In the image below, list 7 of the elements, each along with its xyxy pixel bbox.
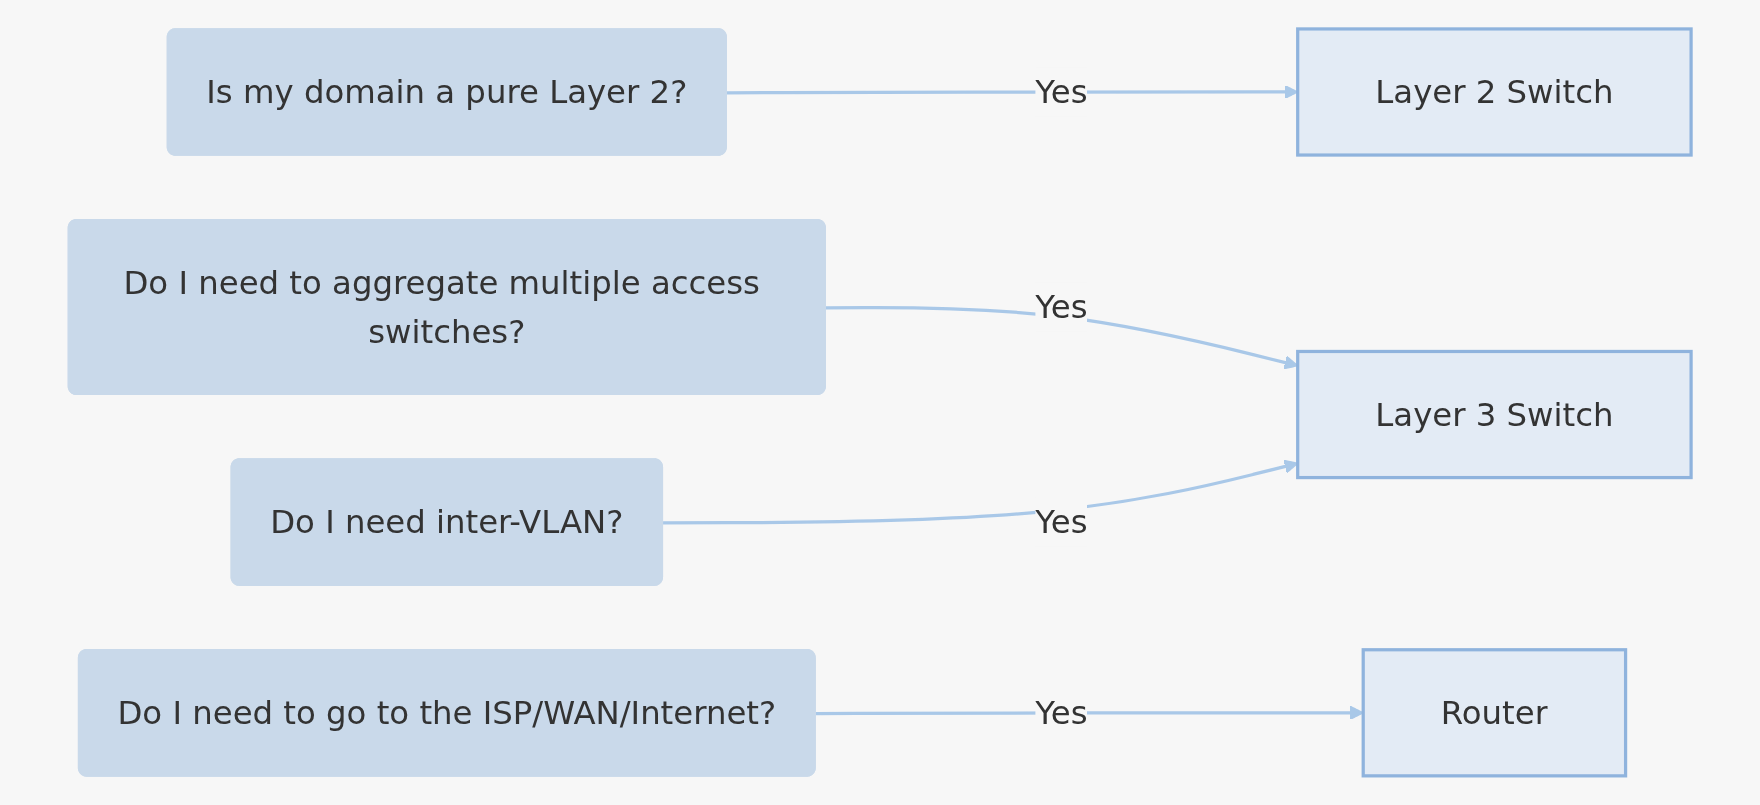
edge-label: Yes [1035,502,1088,542]
edge-label: Yes [1035,693,1088,733]
node-box: Router [1361,648,1628,778]
node-box: Layer 2 Switch [1296,27,1693,157]
edge-label: Yes [1035,72,1088,112]
edge-label: Yes [1035,287,1088,327]
node-box: Layer 3 Switch [1296,349,1693,480]
